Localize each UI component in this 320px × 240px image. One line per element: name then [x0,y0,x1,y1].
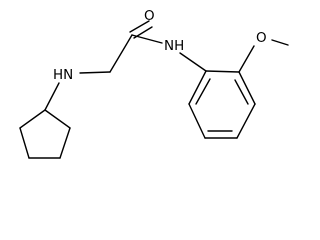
amine-hn-label: HN [53,67,73,83]
molecule-structure-diagram: O NH HN O [19,8,289,159]
benzene-bond-c2-c3 [238,71,256,105]
benzene-bond-c6-c1 [188,70,207,105]
amide-n-to-aryl-bond [179,52,207,72]
cyclopentyl-bond-4 [19,127,30,159]
benzene-bond-c5-c6 [188,103,206,139]
amide-nh-label: NH [164,38,184,54]
benzene-inner-double-1 [234,79,249,105]
cyclopentyl-bond-5 [19,109,46,129]
amine-n-to-cyclopentyl-bond [44,82,60,111]
methoxy-oxygen-label: O [256,30,267,46]
carbonyl-to-amide-n-bond [131,34,163,44]
carbonyl-oxygen-label: O [144,8,155,24]
carbonyl-double-bond-outer [129,20,150,33]
benzene-bond-c3-c4 [236,103,256,139]
methoxy-o-to-methyl-bond [271,39,289,46]
cyclopentyl-bond-2 [59,127,71,159]
benzene-inner-double-3 [195,78,211,105]
ch2-to-amine-n-bond [79,71,111,74]
cyclopentyl-bond-1 [44,109,71,129]
carbonyl-to-ch2-bond [109,34,133,73]
benzene-bond-c1-c2 [205,70,240,73]
aryl-to-methoxy-o-bond [238,45,255,73]
